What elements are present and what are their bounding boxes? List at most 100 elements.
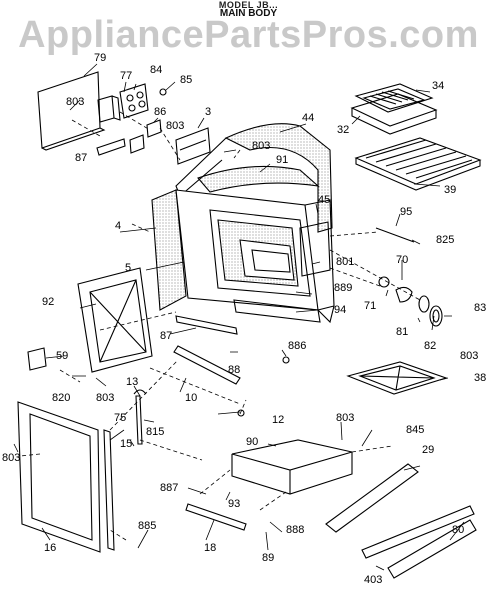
part-38-pan-insert: [346, 361, 448, 395]
part-16-oven-door: [17, 401, 101, 553]
label-part-885: 885: [138, 520, 157, 532]
label-part-845: 845: [406, 424, 425, 436]
part-77-block: [97, 95, 121, 123]
part-70-knob: [395, 286, 413, 303]
part-403-kick-panel: [387, 519, 477, 579]
label-part-38: 38: [474, 372, 487, 384]
label-part-10: 10: [185, 392, 198, 404]
label-part-13: 13: [126, 376, 139, 388]
label-part-5: 5: [125, 262, 132, 274]
label-part-815: 815: [146, 426, 165, 438]
label-part-801: 801: [336, 256, 355, 268]
part-91-insulation: [197, 165, 320, 193]
part-12-screw: [237, 409, 245, 417]
part-87-upper-bracket: [96, 138, 126, 156]
part-3-bracket: [175, 127, 211, 165]
part-81-washer: [418, 295, 430, 313]
label-part-92: 92: [42, 296, 55, 308]
label-part-32: 32: [337, 124, 350, 136]
watermark: AppliancePartsPros.com: [18, 14, 479, 56]
label-part-803: 803: [66, 96, 85, 108]
label-part-887: 887: [160, 482, 179, 494]
label-part-84: 84: [150, 64, 163, 76]
part-92-back-panel: [77, 267, 153, 373]
assembly-lines: [19, 111, 421, 541]
label-part-3: 3: [205, 106, 212, 118]
label-part-82: 82: [424, 340, 437, 352]
label-part-88: 88: [228, 364, 241, 376]
part-87-upper-bracket-b: [129, 134, 145, 154]
part-18-drawer-rail: [185, 503, 247, 531]
part-801-control-panel: [299, 221, 331, 277]
part-59-hinge: [27, 347, 47, 371]
label-part-77: 77: [120, 70, 133, 82]
label-part-44: 44: [302, 112, 315, 124]
part-13-hinge-arm: [133, 389, 147, 445]
label-part-803: 803: [96, 392, 115, 404]
label-part-4: 4: [115, 220, 122, 232]
part-4-side-panel: [151, 189, 187, 311]
part-34-broiler-grid: [354, 83, 434, 113]
label-part-89: 89: [262, 552, 275, 564]
part-84-terminal-block: [119, 83, 149, 119]
label-part-80: 80: [452, 524, 465, 536]
part-87-lower-brace: [175, 315, 238, 335]
part-80-trim: [361, 505, 475, 559]
part-39-oven-rack: [354, 137, 482, 191]
label-part-803: 803: [252, 140, 271, 152]
part-886-screw: [282, 356, 290, 364]
label-part-16: 16: [44, 542, 57, 554]
label-part-94: 94: [334, 304, 347, 316]
part-86-bracket: [146, 119, 162, 138]
label-part-39: 39: [444, 184, 457, 196]
part-71-switch: [378, 276, 390, 288]
label-part-87: 87: [160, 330, 173, 342]
label-part-15: 15: [120, 438, 133, 450]
model-header: MODEL JB...: [218, 0, 279, 10]
label-part-803: 803: [336, 412, 355, 424]
label-part-889: 889: [334, 282, 353, 294]
label-part-95: 95: [400, 206, 413, 218]
label-part-803: 803: [166, 120, 185, 132]
part-79-back-panel: [37, 71, 106, 151]
label-part-87: 87: [75, 152, 88, 164]
label-part-83: 83: [474, 302, 487, 314]
label-part-18: 18: [204, 542, 217, 554]
part-32-broiler-pan: [350, 93, 438, 135]
label-part-71: 71: [364, 300, 377, 312]
part-82-ring: [429, 305, 443, 327]
part-75-door-strip: [103, 429, 115, 551]
page-title: MAIN BODY: [219, 8, 278, 19]
label-part-803: 803: [460, 350, 479, 362]
label-part-886: 886: [288, 340, 307, 352]
label-part-75: 75: [114, 412, 127, 424]
label-part-12: 12: [272, 414, 285, 426]
label-part-59: 59: [56, 350, 69, 362]
label-part-90: 90: [246, 436, 259, 448]
part-85-screw: [159, 88, 167, 96]
label-part-70: 70: [396, 254, 409, 266]
label-part-91: 91: [276, 154, 289, 166]
part-29-drawer-front: [325, 463, 419, 533]
label-part-820: 820: [52, 392, 71, 404]
label-part-803: 803: [2, 452, 21, 464]
label-part-86: 86: [154, 106, 167, 118]
label-part-45: 45: [318, 194, 331, 206]
label-part-403: 403: [364, 574, 383, 586]
leader-lines: [13, 63, 465, 571]
part-83-ring: [432, 309, 440, 323]
label-part-888: 888: [286, 524, 305, 536]
part-95-rod: [375, 227, 415, 243]
part-5-oven-cavity: [175, 189, 335, 324]
label-part-81: 81: [396, 326, 409, 338]
label-part-93: 93: [228, 498, 241, 510]
part-90-storage-drawer: [231, 439, 353, 495]
label-part-85: 85: [180, 74, 193, 86]
label-part-34: 34: [432, 80, 445, 92]
label-part-79: 79: [94, 52, 107, 64]
label-part-29: 29: [422, 444, 435, 456]
part-10-rail: [173, 345, 241, 385]
part-94-lower-frame: [233, 299, 321, 323]
label-part-825: 825: [436, 234, 455, 246]
